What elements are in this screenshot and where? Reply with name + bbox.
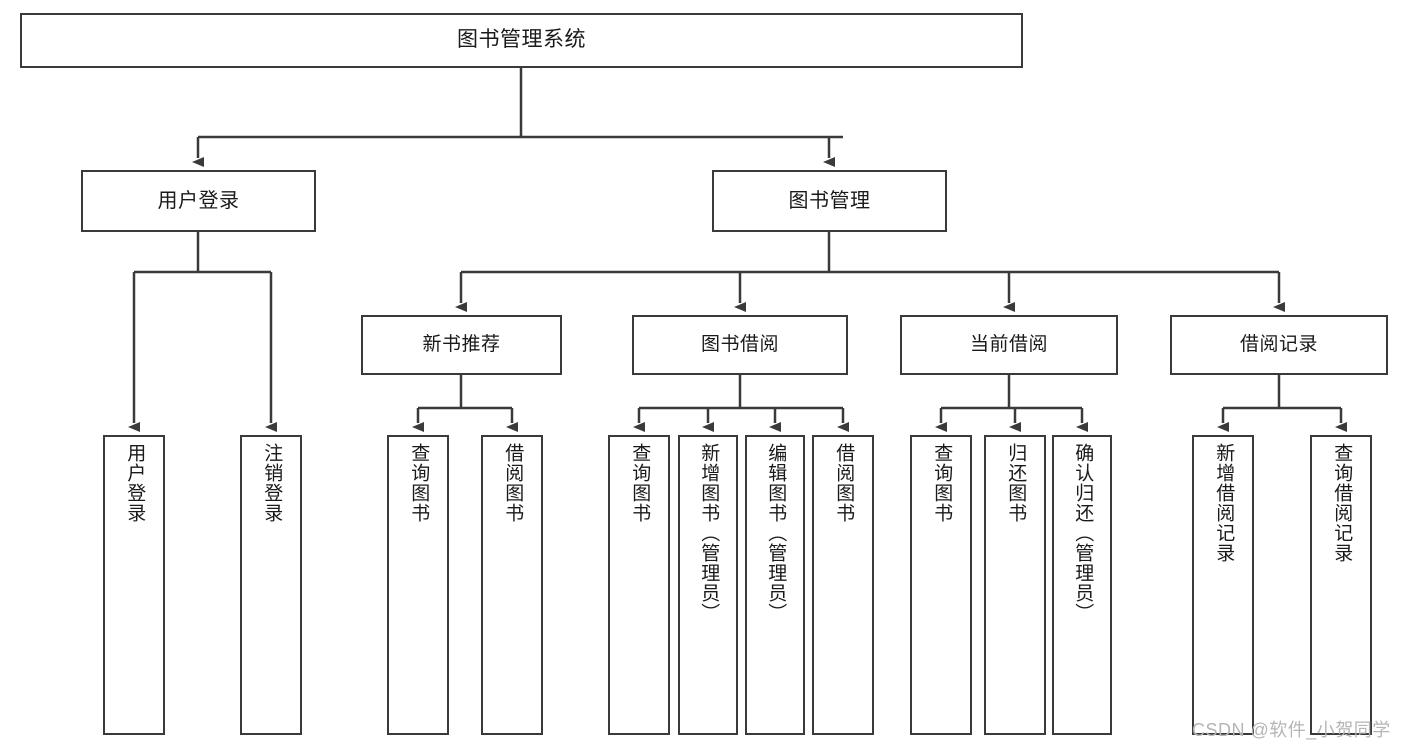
node-leaf-edit-book[interactable]: 编辑图书（管理员） [745, 435, 805, 735]
node-label: 借阅记录 [1239, 334, 1318, 356]
node-leaf-confirm-return[interactable]: 确认归还（管理员） [1052, 435, 1112, 735]
node-book-borrow[interactable]: 图书借阅 [632, 315, 848, 375]
node-leaf-query-book-borrow[interactable]: 查询图书 [608, 435, 670, 735]
node-label: 新增借阅记录 [1213, 443, 1235, 563]
node-label: 查询借阅记录 [1331, 443, 1353, 563]
node-label: 查询图书 [931, 443, 953, 523]
node-label: 图书借阅 [700, 334, 779, 356]
node-root-system[interactable]: 图书管理系统 [20, 13, 1023, 68]
node-leaf-return-book[interactable]: 归还图书 [984, 435, 1046, 735]
node-label: 查询图书 [629, 443, 651, 523]
node-leaf-borrow-book[interactable]: 借阅图书 [812, 435, 874, 735]
node-leaf-query-book-current[interactable]: 查询图书 [910, 435, 972, 735]
csdn-watermark: CSDN @软件_小贺同学 [1192, 720, 1391, 740]
node-label: 归还图书 [1005, 443, 1027, 523]
node-leaf-add-borrow-record[interactable]: 新增借阅记录 [1192, 435, 1254, 735]
node-label: 借阅图书 [833, 443, 855, 523]
node-label: 新书推荐 [422, 334, 501, 356]
node-leaf-query-book-recommend[interactable]: 查询图书 [387, 435, 449, 735]
node-borrow-record[interactable]: 借阅记录 [1170, 315, 1388, 375]
node-user-login[interactable]: 用户登录 [81, 170, 316, 232]
node-label: 用户登录 [157, 189, 240, 212]
node-label: 借阅图书 [502, 443, 524, 523]
node-label: 注销登录 [261, 443, 283, 523]
node-label: 编辑图书（管理员） [765, 443, 787, 623]
node-label: 图书管理 [788, 189, 871, 212]
node-leaf-query-borrow-record[interactable]: 查询借阅记录 [1310, 435, 1372, 735]
node-leaf-add-book[interactable]: 新增图书（管理员） [678, 435, 738, 735]
node-label: 确认归还（管理员） [1072, 443, 1094, 623]
node-leaf-borrow-book-recommend[interactable]: 借阅图书 [481, 435, 543, 735]
node-leaf-logout[interactable]: 注销登录 [240, 435, 302, 735]
node-label: 新增图书（管理员） [698, 443, 720, 623]
node-label: 用户登录 [124, 443, 146, 523]
node-new-book-recommend[interactable]: 新书推荐 [361, 315, 562, 375]
node-book-manage[interactable]: 图书管理 [712, 170, 947, 232]
node-current-borrow[interactable]: 当前借阅 [900, 315, 1118, 375]
node-label: 图书管理系统 [457, 28, 586, 52]
node-leaf-user-login[interactable]: 用户登录 [103, 435, 165, 735]
node-label: 查询图书 [408, 443, 430, 523]
node-label: 当前借阅 [969, 334, 1048, 356]
